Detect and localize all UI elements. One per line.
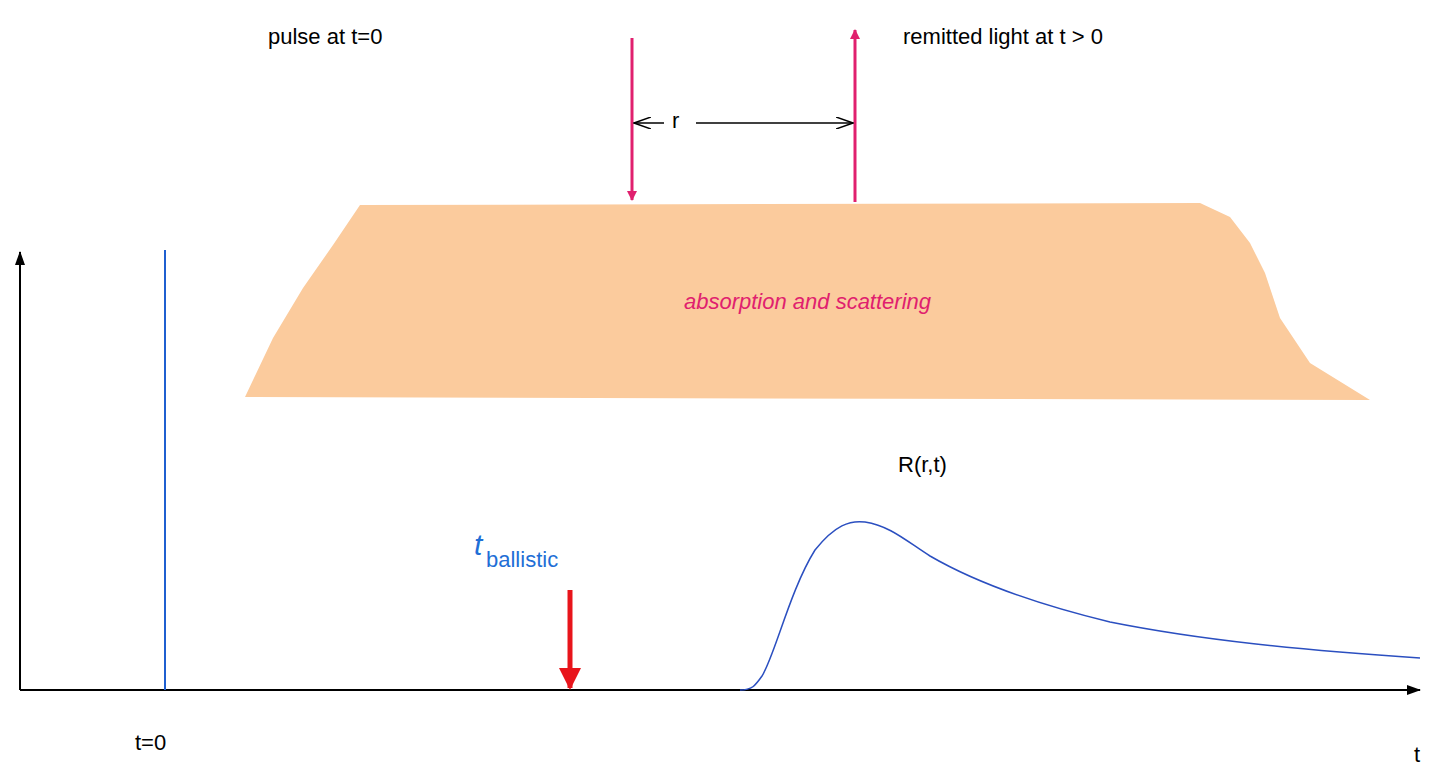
- time-axis-label: t: [1414, 742, 1420, 767]
- time-zero-label: t=0: [135, 730, 166, 755]
- ballistic-subscript: ballistic: [486, 547, 558, 572]
- dimension-line: [696, 122, 853, 124]
- reflectance-label: R(r,t): [898, 452, 947, 477]
- tissue-label: absorption and scattering: [684, 289, 931, 315]
- ballistic-time-symbol: t: [474, 528, 482, 563]
- reflectance-curve: [740, 522, 1420, 690]
- remitted-arrow: [854, 30, 857, 202]
- pulse-label: pulse at t=0: [268, 24, 382, 49]
- intensity-axis: [19, 252, 21, 690]
- incident-arrow: [631, 38, 634, 200]
- remitted-label: remitted light at t > 0: [903, 24, 1103, 49]
- tissue-slab: absorption and scattering: [245, 203, 1370, 400]
- dimension-line: [634, 122, 664, 124]
- time-axis: [20, 689, 1420, 691]
- distance-label: r: [672, 108, 679, 133]
- tissue-shape: [245, 203, 1370, 400]
- pulse-line: [164, 250, 166, 690]
- ballistic-arrow: [568, 590, 573, 688]
